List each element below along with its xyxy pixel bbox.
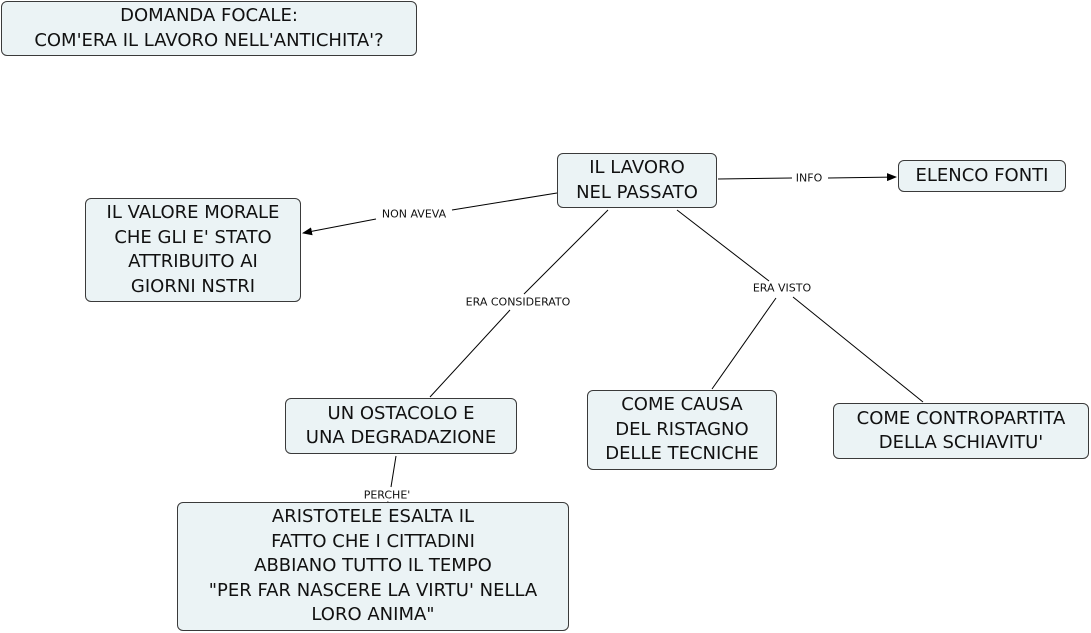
concept-valore-morale: IL VALORE MORALE CHE GLI E' STATO ATTRIB…: [85, 198, 301, 302]
concept-aristotele: ARISTOTELE ESALTA IL FATTO CHE I CITTADI…: [177, 502, 569, 631]
link-info-out: [827, 173, 897, 182]
link-non-aveva-out: [302, 218, 377, 236]
link-label-perche: PERCHE': [361, 488, 413, 502]
link-label-non-aveva: NON AVEVA: [379, 207, 449, 221]
link-label-era-considerato: ERA CONSIDERATO: [463, 295, 573, 309]
link-era-considerato-out: [429, 309, 511, 398]
concept-elenco-fonti: ELENCO FONTI: [898, 160, 1066, 192]
link-label-info: INFO: [793, 171, 825, 185]
link-perche-in: [390, 455, 397, 488]
concept-root: IL LAVORO NEL PASSATO: [557, 153, 717, 208]
concept-causa-ristagno: COME CAUSA DEL RISTAGNO DELLE TECNICHE: [587, 390, 777, 470]
focus-question-box: DOMANDA FOCALE: COM'ERA IL LAVORO NELL'A…: [1, 1, 417, 56]
link-era-visto-in: [676, 209, 770, 282]
link-label-era-visto: ERA VISTO: [750, 281, 814, 295]
link-era-visto-right: [792, 296, 924, 403]
concept-contropartita: COME CONTROPARTITA DELLA SCHIAVITU': [833, 403, 1089, 459]
link-era-considerato-in: [523, 209, 609, 295]
link-non-aveva-in: [451, 192, 558, 211]
link-era-visto-left: [711, 297, 777, 390]
link-info-in: [717, 177, 793, 180]
concept-ostacolo: UN OSTACOLO E UNA DEGRADAZIONE: [285, 398, 517, 454]
